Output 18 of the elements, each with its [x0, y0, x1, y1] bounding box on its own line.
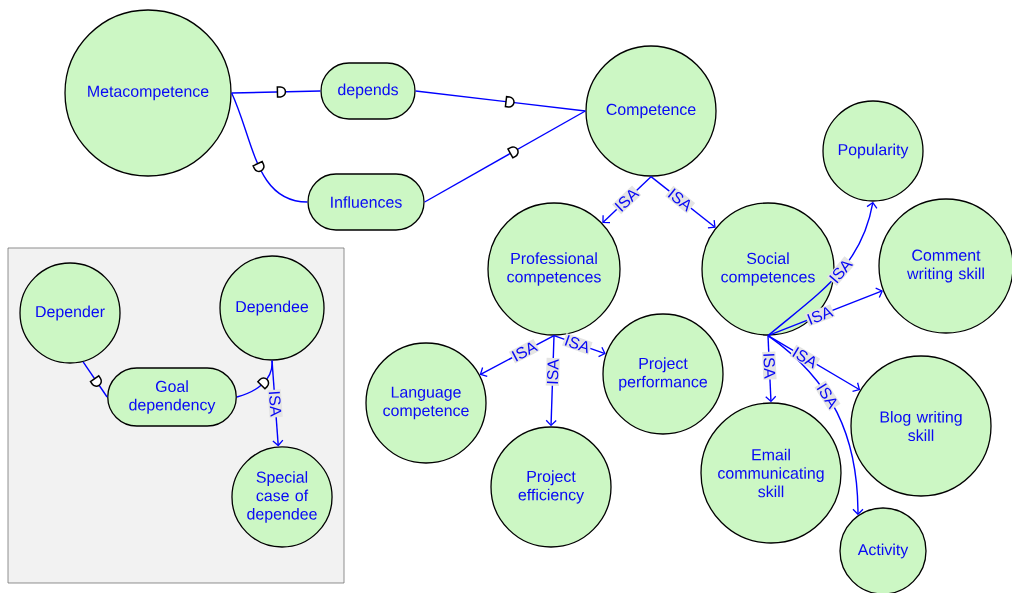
- relation-pill: depends: [320, 62, 416, 120]
- dependency-link: [230, 86, 322, 98]
- edge-label: ISA: [804, 304, 836, 327]
- dependency-link: [423, 110, 587, 203]
- edge-label: ISA: [789, 344, 821, 371]
- edge-label: ISA: [612, 185, 642, 215]
- relation-pill: Influences: [307, 173, 425, 231]
- dependency-link: [414, 90, 587, 112]
- relation-pill: Goal dependency: [107, 367, 237, 427]
- edge-label: ISA: [267, 389, 283, 418]
- edge-label: ISA: [814, 380, 841, 411]
- edge-label: ISA: [562, 333, 593, 355]
- edge-label: ISA: [508, 338, 540, 364]
- edge-label: ISA: [826, 256, 855, 286]
- dependency-link: [230, 92, 309, 203]
- edge-label: ISA: [665, 185, 696, 214]
- edge-label: ISA: [545, 357, 560, 386]
- edge-label: ISA: [762, 351, 777, 380]
